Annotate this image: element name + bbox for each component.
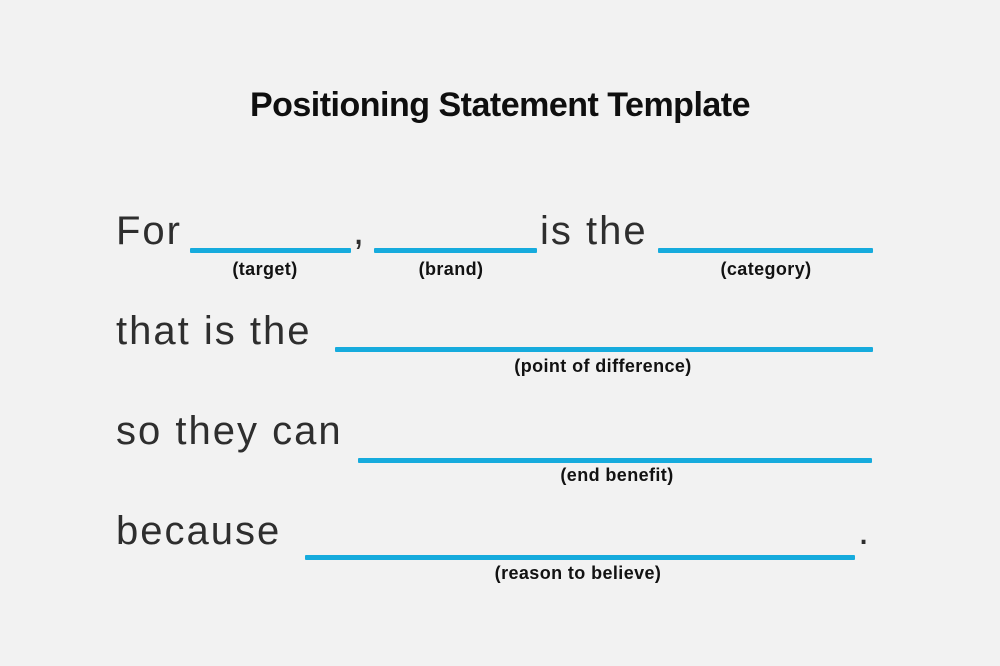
category-blank-line (658, 248, 873, 253)
brand-label: (brand) (418, 259, 484, 279)
brand-blank-line (374, 248, 537, 253)
page-title: Positioning Statement Template (249, 86, 751, 124)
end-benefit-label: (end benefit) (560, 465, 674, 485)
end-benefit-blank-line (358, 458, 872, 463)
statement-phrase-that-is-the: that is the (116, 309, 312, 353)
statement-phrase-because: because (116, 509, 282, 553)
point-of-difference-label: (point of difference) (514, 356, 692, 376)
category-label: (category) (720, 259, 812, 279)
statement-phrase-so-they-can: so they can (116, 409, 343, 453)
statement-word-for: For (116, 209, 182, 253)
reason-to-believe-label: (reason to believe) (494, 563, 662, 583)
reason-to-believe-blank-line (305, 555, 855, 560)
statement-word-is-the: is the (540, 209, 648, 253)
point-of-difference-blank-line (335, 347, 873, 352)
statement-comma: , (353, 209, 367, 253)
target-label: (target) (232, 259, 298, 279)
statement-period: . (858, 509, 872, 553)
target-blank-line (190, 248, 351, 253)
